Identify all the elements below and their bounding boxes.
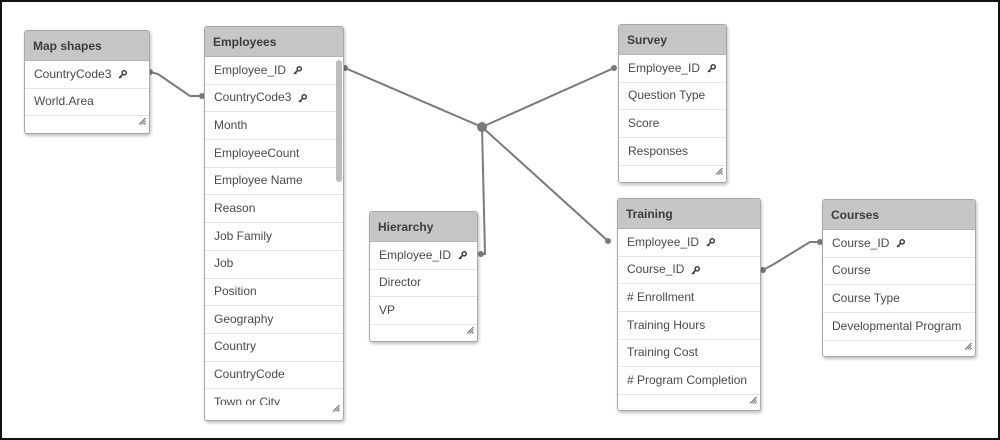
field-row[interactable]: Geography — [205, 306, 343, 334]
field-row[interactable]: Employee_ID — [205, 57, 343, 85]
field-row[interactable]: CountryCode3 — [205, 85, 343, 113]
field-name: Developmental Program — [832, 318, 962, 333]
field-row[interactable]: Developmental Program — [823, 313, 975, 341]
table-title[interactable]: Hierarchy — [370, 212, 477, 242]
field-row[interactable]: Reason — [205, 195, 343, 224]
resize-grip-icon[interactable] — [964, 337, 972, 355]
field-row[interactable]: Job — [205, 251, 343, 279]
field-name: Job — [214, 256, 234, 271]
field-name: CountryCode — [214, 367, 285, 382]
table-training[interactable]: Training Employee_ID Course_ID # Enrollmen… — [617, 198, 761, 411]
field-row[interactable]: Training Cost — [618, 340, 760, 368]
field-row[interactable]: CountryCode — [205, 362, 343, 390]
field-name: VP — [379, 302, 396, 317]
vertical-scrollbar[interactable] — [335, 57, 342, 420]
field-name: Training Cost — [627, 345, 698, 360]
field-row[interactable]: Course_ID — [618, 257, 760, 285]
field-row[interactable]: Country — [205, 334, 343, 362]
field-name: Month — [214, 117, 248, 132]
field-row[interactable]: Score — [619, 110, 726, 139]
field-row[interactable]: Job Family — [205, 223, 343, 251]
table-title[interactable]: Training — [618, 199, 760, 229]
key-icon — [706, 237, 716, 247]
field-row[interactable]: Town or City — [205, 389, 343, 405]
field-row[interactable]: Course — [823, 258, 975, 286]
resize-grip-icon[interactable] — [138, 112, 146, 130]
field-name: EmployeeCount — [214, 145, 300, 160]
scrollbar-thumb[interactable] — [336, 60, 342, 182]
field-row[interactable]: Director — [370, 270, 477, 298]
key-icon — [458, 250, 468, 260]
field-name: # Enrollment — [627, 289, 695, 304]
field-name: Reason — [214, 200, 256, 215]
field-name: Country — [214, 339, 257, 354]
resize-grip-icon[interactable] — [749, 391, 757, 409]
field-name: Course_ID — [627, 262, 685, 277]
key-icon — [293, 65, 303, 75]
field-name: Employee Name — [214, 173, 303, 188]
field-row[interactable]: VP — [370, 297, 477, 326]
table-title[interactable]: Survey — [619, 25, 726, 55]
field-name: Job Family — [214, 228, 273, 243]
table-title[interactable]: Map shapes — [25, 31, 149, 61]
table-title[interactable]: Employees — [205, 27, 343, 57]
field-name: Responses — [628, 143, 689, 158]
field-row[interactable]: Responses — [619, 138, 726, 166]
field-row[interactable]: Course Type — [823, 285, 975, 314]
field-name: Employee_ID — [214, 62, 287, 77]
field-row[interactable]: # Program Completion — [618, 367, 760, 396]
field-name: Town or City — [214, 394, 281, 405]
field-name: Training Hours — [627, 317, 706, 332]
field-name: Position — [214, 284, 257, 298]
field-name: CountryCode3 — [214, 90, 292, 105]
field-name: Geography — [214, 311, 274, 326]
field-row[interactable]: # Enrollment — [618, 284, 760, 313]
field-row[interactable]: Question Type — [619, 83, 726, 111]
field-row[interactable]: EmployeeCount — [205, 140, 343, 168]
field-name: Director — [379, 275, 422, 290]
resize-grip-icon[interactable] — [715, 162, 723, 180]
key-icon — [298, 93, 308, 103]
field-row[interactable]: CountryCode3 — [25, 61, 149, 89]
field-row[interactable]: Training Hours — [618, 312, 760, 340]
key-icon — [707, 63, 717, 73]
field-name: Course_ID — [832, 235, 890, 250]
field-name: Employee_ID — [627, 234, 700, 249]
key-icon — [691, 265, 701, 275]
field-row[interactable]: Employee_ID — [370, 242, 477, 270]
field-row[interactable]: Employee_ID — [618, 229, 760, 257]
field-row[interactable]: Course_ID — [823, 230, 975, 258]
field-row[interactable]: Position — [205, 279, 343, 307]
table-title[interactable]: Courses — [823, 200, 975, 230]
field-name: Course — [832, 263, 871, 278]
field-name: # Program Completion — [627, 372, 748, 387]
field-name: Employee_ID — [379, 247, 452, 262]
field-name: CountryCode3 — [34, 66, 112, 81]
field-row[interactable]: Employee_ID — [619, 55, 726, 83]
field-name: World.Area — [34, 94, 94, 109]
field-row[interactable]: World.Area — [25, 89, 149, 117]
key-icon — [118, 69, 128, 79]
field-row[interactable]: Employee Name — [205, 168, 343, 196]
field-name: Employee_ID — [628, 60, 701, 75]
field-name: Course Type — [832, 290, 900, 305]
key-icon — [896, 238, 906, 248]
field-row[interactable]: Month — [205, 112, 343, 141]
resize-grip-icon[interactable] — [466, 321, 474, 339]
field-name: Question Type — [628, 88, 706, 103]
resize-grip-icon[interactable] — [332, 399, 340, 417]
field-name: Score — [628, 115, 660, 130]
